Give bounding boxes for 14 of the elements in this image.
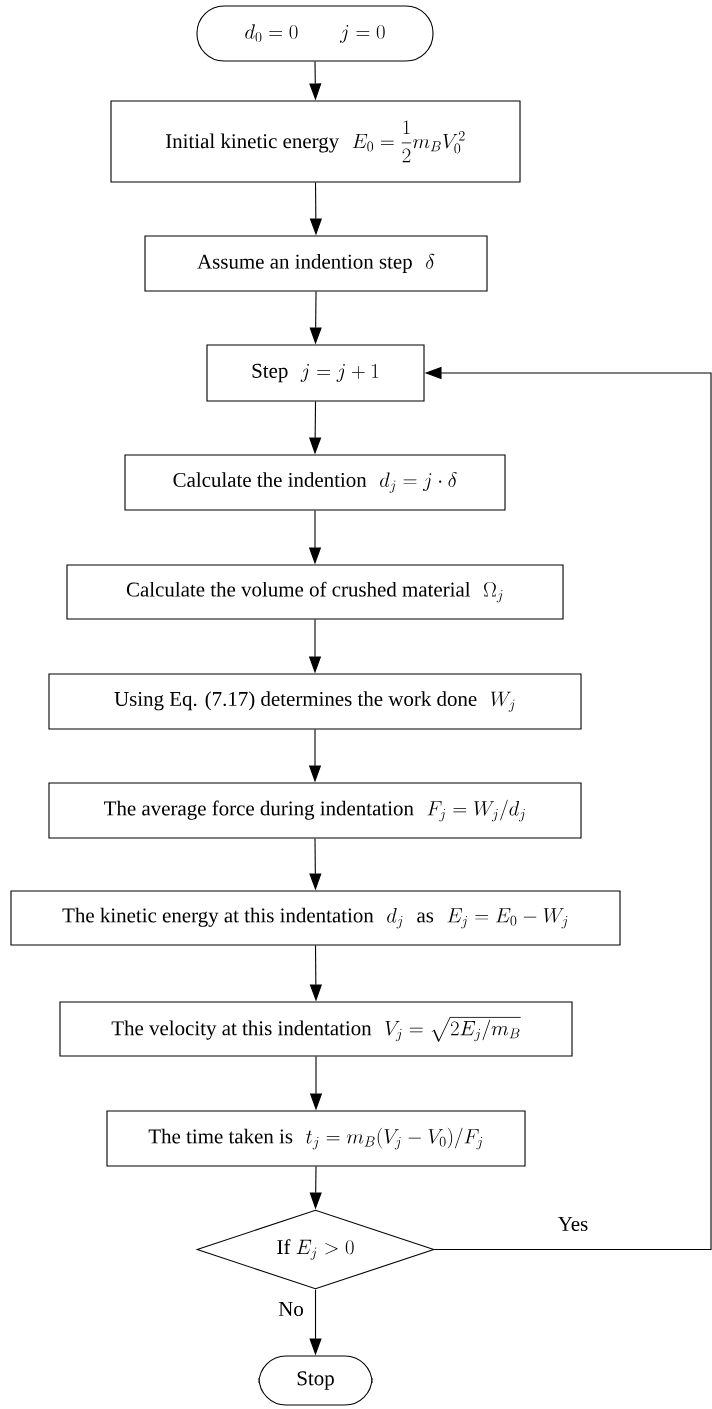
process-box: The kinetic energy at this indentation $d_j$ as $E_j=E_0-W_j$ — [10, 890, 621, 946]
process-box: Using Eq. (7.17) determines the work done $W_j$ — [48, 673, 582, 730]
process-box: The velocity at this indentation $V_j=\sqrt{2E_j/m_B}$ — [59, 1001, 573, 1057]
process-box: The average force during indentation $F_j=W_j/d_j$ — [48, 782, 582, 839]
terminator: Stop — [258, 1355, 373, 1406]
edge-label: No — [277, 1301, 305, 1317]
process-box: Step $j=j+1$ — [206, 344, 425, 402]
process-box: Assume an indention step $\delta$ — [144, 235, 488, 292]
terminator: $d_0=0$ $j=0$ — [196, 5, 434, 62]
edge-label: Yes — [556, 1216, 590, 1232]
process-box: The time taken is $t_j=m_B(V_j-V_0)/F_j$ — [106, 1110, 526, 1167]
process-box: Calculate the volume of crushed material $\Omega_j$ — [66, 564, 564, 620]
process-box: Calculate the indention $d_j=j\cdot\delta$ — [124, 454, 506, 511]
process-box: Initial kinetic energy $E_0=\dfrac{1}{2}m_BV_0^2$ — [110, 100, 521, 183]
